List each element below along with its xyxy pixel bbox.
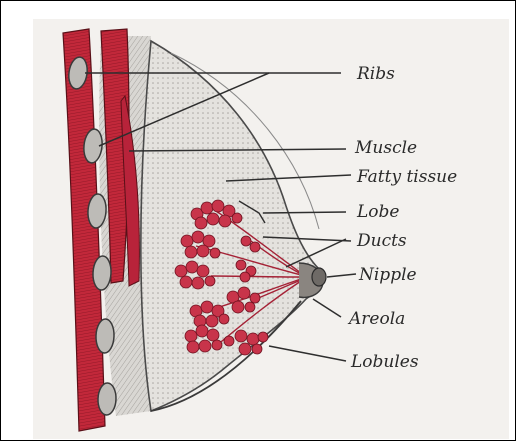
label-ribs: Ribs [356,64,395,84]
label-ducts: Ducts [356,231,407,251]
rib [97,383,116,416]
label-lobe: Lobe [356,202,399,222]
label-muscle: Muscle [354,138,417,158]
rib [95,319,114,354]
fatty-tissue-region [141,41,321,411]
nipple [312,268,326,286]
label-lobules: Lobules [350,352,419,372]
label-areola: Areola [347,309,405,329]
label-fatty-tissue: Fatty tissue [356,167,457,187]
muscle-band-outer [63,29,105,431]
label-nipple: Nipple [358,265,417,285]
